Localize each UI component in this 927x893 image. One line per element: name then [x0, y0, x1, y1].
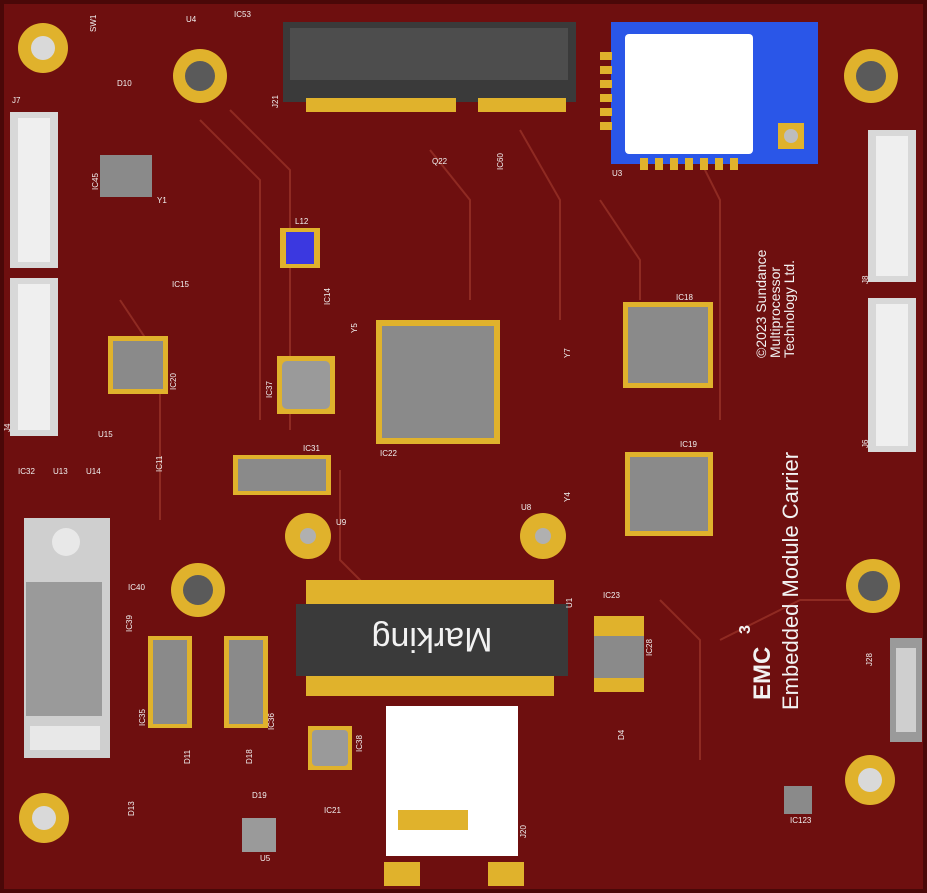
title-superscript: 3	[737, 625, 754, 634]
label-u9: U9	[336, 518, 347, 527]
label-ic15: IC15	[172, 280, 189, 289]
label-ic45: IC45	[91, 173, 100, 190]
label-u4: U4	[186, 15, 197, 24]
label-ic22: IC22	[380, 449, 397, 458]
label-j20: J20	[519, 825, 528, 838]
ffc-connector-j7	[10, 112, 58, 268]
label-u8: U8	[521, 503, 532, 512]
label-q22: Q22	[432, 157, 448, 166]
label-ic123: IC123	[790, 816, 812, 825]
label-j28: J28	[865, 653, 874, 666]
label-ic37: IC37	[265, 381, 274, 398]
copyright-line-2: Multiprocessor	[767, 267, 783, 358]
chip-ic32b	[224, 636, 268, 728]
board-connector-u1: Marking	[296, 580, 568, 696]
label-ic23: IC23	[603, 591, 620, 600]
label-ic11: IC11	[155, 455, 164, 472]
label-ic20: IC20	[169, 373, 178, 390]
label-ic19: IC19	[680, 440, 697, 449]
label-ic31: IC31	[303, 444, 320, 453]
label-j8: J8	[861, 275, 870, 284]
label-d10: D10	[117, 79, 132, 88]
label-ic21: IC21	[324, 806, 341, 815]
chip-ic37	[277, 356, 335, 414]
chip-ic22	[376, 320, 500, 444]
label-ic28: IC28	[645, 639, 654, 656]
chip-ic19	[625, 452, 713, 536]
copper-traces	[119, 109, 850, 760]
label-ic60: IC60	[496, 153, 505, 170]
label-ic14: IC14	[323, 288, 332, 305]
label-ic53: IC53	[234, 10, 251, 19]
chip-ic31	[233, 455, 331, 495]
label-l12: L12	[295, 217, 309, 226]
label-u14: U14	[86, 467, 101, 476]
usb-connector	[24, 518, 110, 758]
sd-card-slot-j20	[384, 706, 524, 886]
title-emc: EMC	[749, 647, 776, 700]
label-d18: D18	[245, 749, 254, 764]
label-ic40: IC40	[128, 583, 145, 592]
label-y1: Y1	[157, 196, 167, 205]
connector-j28	[890, 638, 922, 742]
chip-ic35	[148, 636, 192, 728]
label-y4: Y4	[563, 492, 572, 502]
label-u5: U5	[260, 854, 271, 863]
reference-designators: SW1 U4 IC53 D10 J21 Q22 IC60 U3 J7 IC45 …	[3, 10, 874, 863]
wireless-module-u3	[600, 22, 818, 170]
ffc-connector-j6	[868, 298, 916, 452]
label-y7: Y7	[563, 348, 572, 358]
label-j7: J7	[12, 96, 21, 105]
label-u15: U15	[98, 430, 113, 439]
chip-ic18	[623, 302, 713, 388]
chip-ic45	[100, 155, 152, 197]
label-u13: U13	[53, 467, 68, 476]
label-u3: U3	[612, 169, 623, 178]
label-j4: J4	[3, 423, 12, 432]
label-ic36: IC36	[267, 713, 276, 730]
subtitle: Embedded Module Carrier	[778, 452, 803, 710]
chip-u5	[242, 818, 276, 852]
label-ic38: IC38	[355, 735, 364, 752]
copyright-line-3: Technology Ltd.	[781, 260, 797, 358]
label-ic35: IC35	[138, 709, 147, 726]
mounting-holes	[18, 23, 900, 843]
chip-ic123	[784, 786, 812, 814]
label-y5: Y5	[350, 323, 359, 333]
marking-label: Marking	[372, 620, 493, 658]
label-ic39: IC39	[125, 615, 134, 632]
label-d4: D4	[617, 729, 626, 740]
label-j6: J6	[861, 439, 870, 448]
ffc-connector-j8	[868, 130, 916, 282]
label-u1: U1	[565, 597, 574, 608]
label-ic18: IC18	[676, 293, 693, 302]
label-d19: D19	[252, 791, 267, 800]
inductor-l12	[280, 228, 320, 268]
label-j21: J21	[271, 95, 280, 108]
label-d13: D13	[127, 801, 136, 816]
chip-ic20	[108, 336, 168, 394]
label-sw1: SW1	[89, 14, 98, 32]
ffc-connector-j4	[10, 278, 58, 436]
chip-ic28	[594, 616, 644, 692]
label-ic32: IC32	[18, 467, 35, 476]
copyright-line-1: ©2023 Sundance	[753, 249, 769, 358]
chip-ic36	[308, 726, 352, 770]
silkscreen-title: EMC 3 Embedded Module Carrier ©2023 Sund…	[737, 249, 803, 710]
label-d11: D11	[183, 749, 192, 764]
m2-connector-j21	[283, 22, 576, 112]
